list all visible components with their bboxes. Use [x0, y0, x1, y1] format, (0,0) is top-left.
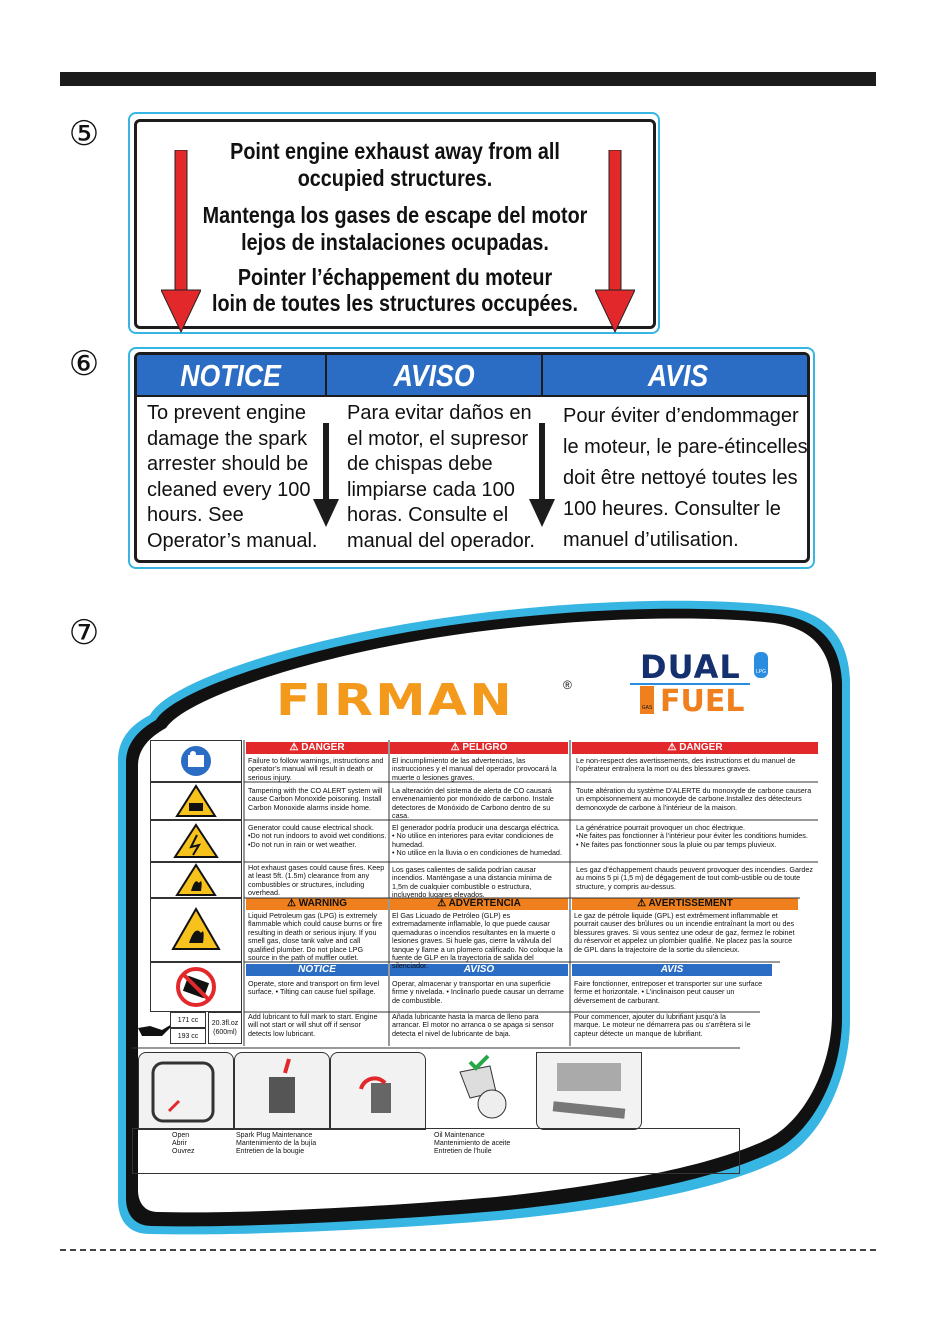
firman-logo: FIRMAN: [276, 675, 515, 726]
row-2-es: La alteración del sistema de alerta de C…: [392, 786, 554, 821]
row-1-en: Failure to follow warnings, instructions…: [248, 756, 384, 782]
arrow-down-icon: [161, 150, 201, 334]
icon-co-poisoning: [150, 782, 242, 820]
row-3-en: Generator could cause electrical shock. …: [248, 823, 387, 849]
caption-oil: Oil Maintenance Mantenimiento de aceite …: [434, 1132, 511, 1156]
icon-fire-hazard: [150, 862, 242, 898]
oil-fill-icon: [459, 1054, 507, 1119]
row-7-en: Add lubricant to full mark to start. Eng…: [248, 1012, 378, 1038]
row-1-fr: Le non-respect des avertissements, des i…: [576, 756, 796, 774]
label-6-header-notice: NOTICE: [137, 355, 327, 397]
caption-spark-plug: Spark Plug Maintenance Mantenimiento de …: [236, 1132, 317, 1156]
arrow-down-icon: [529, 423, 555, 527]
row-2-fr: Toute altération du système D’ALERTE du …: [576, 786, 812, 812]
gas-pump-icon: GAS: [640, 686, 654, 714]
danger-header-en: ⚠ DANGER: [246, 742, 388, 754]
warning-header-en: ⚠ WARNING: [246, 898, 388, 910]
caption-open: Open Abrir Ouvrez: [172, 1132, 195, 1156]
row-6-fr: Faire fonctionner, entreposer et transpo…: [574, 979, 763, 1005]
danger-header-es: ⚠ PELIGRO: [390, 742, 568, 754]
icon-read-manual: [150, 740, 242, 782]
icon-no-tilt: [150, 962, 242, 1012]
label-6-header-aviso: AVISO: [327, 355, 543, 397]
oil-cc-193: 193 cc: [170, 1028, 206, 1044]
label-6-body-es: Para evitar daños en el motor, el supres…: [347, 402, 535, 552]
warning-header-fr: ⚠ AVERTISSEMENT: [572, 898, 798, 910]
label-5-exhaust-decal: Point engine exhaust away from all occup…: [134, 119, 656, 334]
row-7-fr: Pour commencer, ajouter du lubrifiant ju…: [574, 1012, 751, 1038]
registered-mark: ®: [563, 678, 572, 692]
label-6-number: ⑥: [68, 344, 100, 384]
section-top-bar: [60, 72, 876, 86]
page-cut-line: [60, 1249, 876, 1251]
wrench-icon: [359, 1076, 391, 1113]
spark-plug-icon: [269, 1058, 295, 1113]
row-3-fr: La génératrice pourrait provoquer un cho…: [576, 823, 808, 849]
row-4-en: Hot exhaust gases could cause fires. Kee…: [248, 863, 385, 898]
dual-text: DUAL: [640, 648, 741, 686]
notice-header-en: NOTICE: [246, 964, 388, 976]
row-2-en: Tampering with the CO ALERT system will …: [248, 786, 383, 812]
row-5-es: El Gas Licuado de Petróleo (GLP) es extr…: [392, 911, 563, 971]
row-1-es: El incumplimiento de las advertencias, l…: [392, 756, 557, 782]
row-5-en: Liquid Petroleum gas (LPG) is extremely …: [248, 911, 383, 963]
row-6-en: Operate, store and transport on firm lev…: [248, 979, 380, 997]
label-6-spark-arrester-decal: NOTICE AVISO AVIS To prevent engine dama…: [134, 352, 810, 563]
arrow-down-icon: [313, 423, 339, 527]
row-4-fr: Les gaz d’échappement chauds peuvent pro…: [576, 865, 813, 891]
oil-cc-171: 171 cc: [170, 1012, 206, 1028]
open-cover-icon: [151, 1061, 215, 1123]
oil-capacity-block: 171 cc 193 cc 20.3fl.oz (600ml): [132, 1012, 242, 1046]
dual-fuel-logo: DUAL LPG GAS FUEL: [630, 648, 780, 720]
oil-volume: 20.3fl.oz (600ml): [208, 1012, 242, 1044]
icon-electrical-shock: [150, 820, 242, 862]
caption-box: [132, 1128, 740, 1174]
label-6-body-en: To prevent engine damage the spark arres…: [147, 402, 318, 552]
label-6-header-avis: AVIS: [543, 355, 807, 397]
shock-hazard-icon: [173, 823, 219, 858]
image-oil-sensor: [536, 1052, 642, 1130]
row-6-es: Operar, almacenar y transportar en una s…: [392, 979, 564, 1005]
read-manual-icon: [181, 746, 211, 776]
danger-header-fr: ⚠ DANGER: [572, 742, 818, 754]
notice-header-fr: AVIS: [572, 964, 772, 976]
image-spark-plug: [234, 1052, 330, 1130]
row-5-fr: Le gaz de pétrole liquide (GPL) est extr…: [574, 911, 795, 954]
label-5-line-en-1: Point engine exhaust away from all: [230, 138, 560, 164]
arrow-down-icon: [595, 150, 635, 334]
notice-header-es: AVISO: [390, 964, 568, 976]
engine-detail-icon: [552, 1063, 626, 1119]
label-5-line-fr-1: Pointer l’échappement du moteur: [237, 264, 553, 290]
co-hazard-icon: [175, 784, 217, 817]
row-3-es: El generador podría producir una descarg…: [392, 823, 562, 858]
label-6-body-fr: Pour éviter d’endommager le moteur, le p…: [563, 405, 808, 551]
warning-header-es: ⚠ ADVERTENCIA: [390, 898, 568, 910]
dual-fuel-divider: [630, 683, 750, 685]
label-5-line-es-2: lejos de instalaciones ocupadas.: [241, 229, 549, 255]
lpg-tank-icon: LPG: [754, 652, 768, 678]
label-5-cut-border: [128, 112, 660, 334]
image-spark-plug-remove: [330, 1052, 426, 1130]
row-7-es: Añada lubricante hasta la marca de lleno…: [392, 1012, 554, 1038]
oil-can-icon: [138, 1024, 172, 1036]
label-5-number: ⑤: [68, 114, 100, 154]
label-5-line-en-2: occupied structures.: [297, 165, 493, 191]
label-7-number: ⑦: [68, 613, 100, 653]
label-5-line-fr-2: loin de toutes les structures occupées.: [211, 290, 579, 316]
icon-lpg-hazard: [150, 898, 242, 962]
row-4-es: Los gases calientes de salida podrían ca…: [392, 865, 552, 900]
fuel-text: FUEL: [660, 684, 745, 719]
label-6-cut-border: [128, 347, 815, 569]
fire-hazard-icon: [175, 863, 217, 896]
flammable-gas-icon: [171, 906, 221, 950]
no-tilt-icon: [176, 967, 216, 1007]
image-open-cover: [138, 1052, 234, 1130]
label-5-line-es-1: Mantenga los gases de escape del motor: [202, 202, 588, 228]
image-oil-fill: [430, 1052, 530, 1128]
